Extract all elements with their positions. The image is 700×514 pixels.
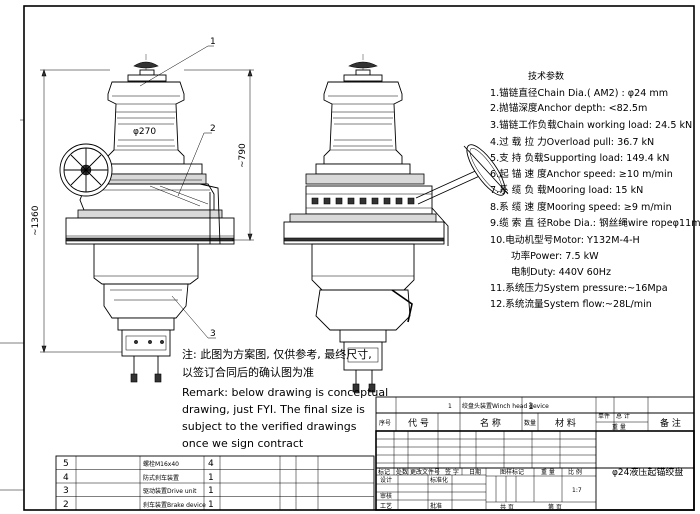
param-power: 功率Power: 7.5 kW: [511, 250, 599, 262]
param-3: 3.锚链工作负载Chain working load: 24.5 kN: [490, 119, 692, 131]
tb-scale-value: 1:7: [572, 487, 582, 494]
height-total-label: ~1360: [31, 205, 41, 236]
tb-approve: 批准: [430, 502, 442, 510]
param-7: 7.系 缆 负 载Mooring load: 15 kN: [490, 184, 643, 196]
bom-row-3-qty: 1: [208, 486, 214, 496]
param-12: 12.系统流量System flow:~28L/min: [490, 298, 652, 310]
tech-params-title: 技术参数: [528, 70, 564, 82]
signoff-sign: 签 字: [445, 468, 459, 476]
bom-row-2-no: 2: [63, 500, 69, 510]
height-upper-label: ~790: [238, 143, 248, 168]
param-6: 6.起 锚 速 度Anchor speed: ≥10 m/min: [490, 168, 673, 180]
bom-top-no: 1: [528, 402, 534, 412]
bom-h-total: 总 计: [616, 412, 630, 420]
remark-zh-1: 注: 此图为方案图, 仅供参考, 最终尺寸,: [182, 347, 372, 361]
bom-row-5-qty: 4: [208, 459, 214, 469]
signoff-date: 日期: [469, 468, 481, 476]
bom-top-qty: 1: [448, 403, 452, 410]
bom-row-2-qty: 1: [208, 500, 214, 510]
tech-params: 技术参数 1.锚链直径Chain Dia.( AM2) : φ24 mm 2.抛…: [490, 70, 700, 310]
bom-h-unit: 单件: [598, 412, 610, 420]
bom-row-5-name: 螺栓M16x40: [143, 460, 179, 468]
remark: 注: 此图为方案图, 仅供参考, 最终尺寸, 以签订合同后的确认图为准 Rema…: [182, 347, 388, 450]
param-1: 1.锚链直径Chain Dia.( AM2) : φ24 mm: [490, 87, 668, 99]
bom-row-4-qty: 1: [208, 473, 214, 483]
callout-2: 2: [210, 124, 216, 134]
tb-process: 工艺: [380, 502, 392, 510]
bom-upper: 1 绞盘头装置Winch head device 1 序号 代 号 名 称 数量…: [375, 396, 695, 432]
param-5: 5.支 持 负载Supporting load: 149.4 kN: [490, 152, 669, 164]
diameter-label: φ270: [133, 127, 156, 137]
bom-h-name: 名 称: [480, 417, 501, 429]
side-view: [283, 54, 509, 393]
bom-h-weight: 重 量: [612, 423, 626, 431]
tb-scale: 比 例: [568, 468, 582, 476]
signoff-mark: 标记: [378, 468, 390, 476]
remark-zh-2: 以签订合同后的确认图为准: [182, 365, 314, 379]
bom-row-3-name: 驱动装置Drive unit: [143, 487, 197, 495]
param-11: 11.系统压力System pressure:~16Mpa: [490, 282, 668, 294]
signoff-count: 处数: [396, 468, 408, 476]
bom-row-4-no: 4: [63, 473, 69, 483]
bom-h-seq: 序号: [379, 419, 391, 427]
param-10: 10.电动机型号Motor: Y132M-4-H: [490, 234, 640, 246]
param-duty: 电制Duty: 440V 60Hz: [511, 266, 611, 278]
remark-en-3: subject to the verified drawings: [182, 420, 357, 433]
signoff-docno: 更改文件号: [410, 468, 440, 476]
bom-row-5-no: 5: [63, 459, 69, 469]
tb-stage-mark: 图样标记: [500, 468, 524, 476]
tb-page: 第 页: [548, 503, 562, 511]
param-9: 9.缆 索 直 径Robe Dia.: 钢丝绳wire ropeφ11mm: [490, 217, 700, 229]
bom-h-material: 材 料: [555, 417, 576, 429]
drawing-title: φ24液压起锚绞盘: [612, 466, 683, 478]
param-4: 4.过 载 拉 力Overload pull: 36.7 kN: [490, 136, 654, 148]
bom-row-4-name: 防式刹车装置: [143, 474, 179, 482]
tb-review: 审核: [380, 492, 392, 500]
bom-row-2-name: 刹车装置Brake device: [143, 501, 206, 509]
bom-h-remark: 备 注: [660, 417, 681, 429]
tb-designer: 设计: [380, 476, 392, 484]
tb-sheet: 共 页: [500, 503, 514, 511]
remark-en-2: drawing, just FYI. The final size is: [182, 403, 365, 416]
remark-en-1: Remark: below drawing is conceptual: [182, 386, 388, 399]
param-8: 8.系 缆 速 度Mooring speed: ≥9 m/min: [490, 201, 672, 213]
callout-3: 3: [210, 329, 216, 339]
bom-h-code: 代 号: [408, 418, 429, 429]
tb-weight: 重 量: [541, 468, 555, 476]
front-view: φ270: [31, 37, 254, 383]
bom-top-name: 绞盘头装置Winch head device: [462, 402, 549, 410]
param-2: 2.抛锚深度Anchor depth: <82.5m: [490, 102, 647, 114]
bom-lower: 5 螺栓M16x40 4 4 防式刹车装置 1 3 驱动装置Drive unit…: [55, 455, 375, 511]
bom-row-3-no: 3: [63, 486, 69, 496]
remark-en-4: once we sign contract: [182, 437, 304, 450]
callout-1: 1: [210, 37, 216, 47]
tb-standardized: 标准化: [430, 476, 448, 484]
title-block: 标记 处数 更改文件号 签 字 日期 设计 标准化 审核 工艺 批准 图样标记 …: [375, 430, 695, 511]
bom-h-qty: 数量: [524, 419, 536, 427]
